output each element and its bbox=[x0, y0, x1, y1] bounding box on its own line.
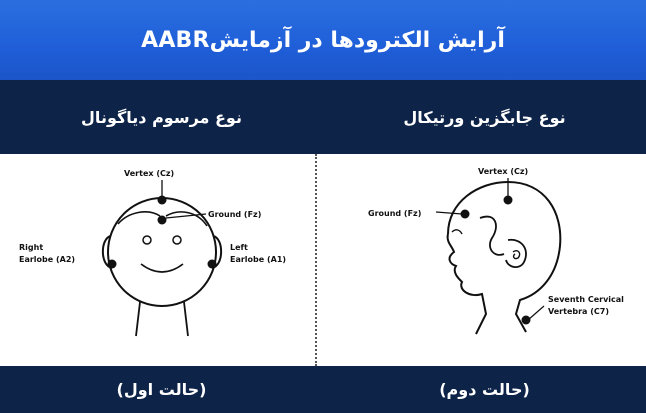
vertex-label: Vertex (Cz) bbox=[124, 169, 174, 178]
eye-left bbox=[142, 235, 152, 245]
title-bar: AABRآرایش الکترودها در آزمایش bbox=[0, 0, 646, 80]
mouth bbox=[140, 263, 184, 273]
left-earlobe-label-1: Left bbox=[230, 243, 248, 252]
c7-electrode bbox=[521, 315, 531, 325]
vertex-label: Vertex (Cz) bbox=[478, 167, 528, 176]
column-header-bar: نوع مرسوم دیاگونال نوع جابگزین ورتیکال bbox=[0, 80, 646, 154]
ear-inner bbox=[512, 249, 521, 260]
ground-label: Ground (Fz) bbox=[368, 209, 421, 218]
ground-lead bbox=[165, 213, 207, 219]
right-earlobe-label-1: Right bbox=[19, 243, 43, 252]
eye bbox=[451, 229, 463, 235]
eye-right bbox=[172, 235, 182, 245]
left-earlobe-label-2: Earlobe (A1) bbox=[230, 255, 286, 264]
right-column-heading: نوع جابگزین ورتیکال bbox=[403, 107, 566, 127]
left-column-heading: نوع مرسوم دیاگونال bbox=[81, 107, 242, 127]
ear bbox=[505, 238, 527, 268]
right-caption: (حالت دوم) bbox=[439, 380, 530, 399]
ground-electrode bbox=[157, 215, 167, 225]
vertex-electrode bbox=[503, 195, 513, 205]
hairline bbox=[479, 215, 505, 256]
vertex-electrode bbox=[157, 195, 167, 205]
head-profile bbox=[446, 180, 562, 335]
ground-electrode bbox=[460, 209, 470, 219]
ground-label: Ground (Fz) bbox=[208, 210, 261, 219]
c7-label-2: Vertebra (C7) bbox=[548, 307, 609, 316]
left-earlobe-electrode bbox=[207, 259, 217, 269]
hair-right bbox=[165, 211, 208, 227]
frontal-head-diagram: Vertex (Cz) Ground (Fz) Right Earlobe (A… bbox=[19, 169, 286, 337]
right-earlobe-label-2: Earlobe (A2) bbox=[19, 255, 75, 264]
diagram-area: Vertex (Cz) Ground (Fz) Right Earlobe (A… bbox=[0, 154, 646, 366]
slide-title: AABRآرایش الکترودها در آزمایش bbox=[141, 27, 505, 53]
c7-lead bbox=[527, 305, 545, 321]
column-divider bbox=[315, 154, 317, 366]
neck-right bbox=[183, 301, 189, 337]
caption-bar: (حالت اول) (حالت دوم) bbox=[0, 366, 646, 413]
hair-left bbox=[117, 211, 161, 225]
right-earlobe-electrode bbox=[107, 259, 117, 269]
neck-left bbox=[135, 301, 141, 337]
lateral-head-diagram: Vertex (Cz) Ground (Fz) Seventh Cervical… bbox=[368, 167, 624, 335]
ground-lead bbox=[435, 211, 463, 215]
left-caption: (حالت اول) bbox=[116, 380, 207, 399]
c7-label-1: Seventh Cervical bbox=[548, 295, 624, 304]
